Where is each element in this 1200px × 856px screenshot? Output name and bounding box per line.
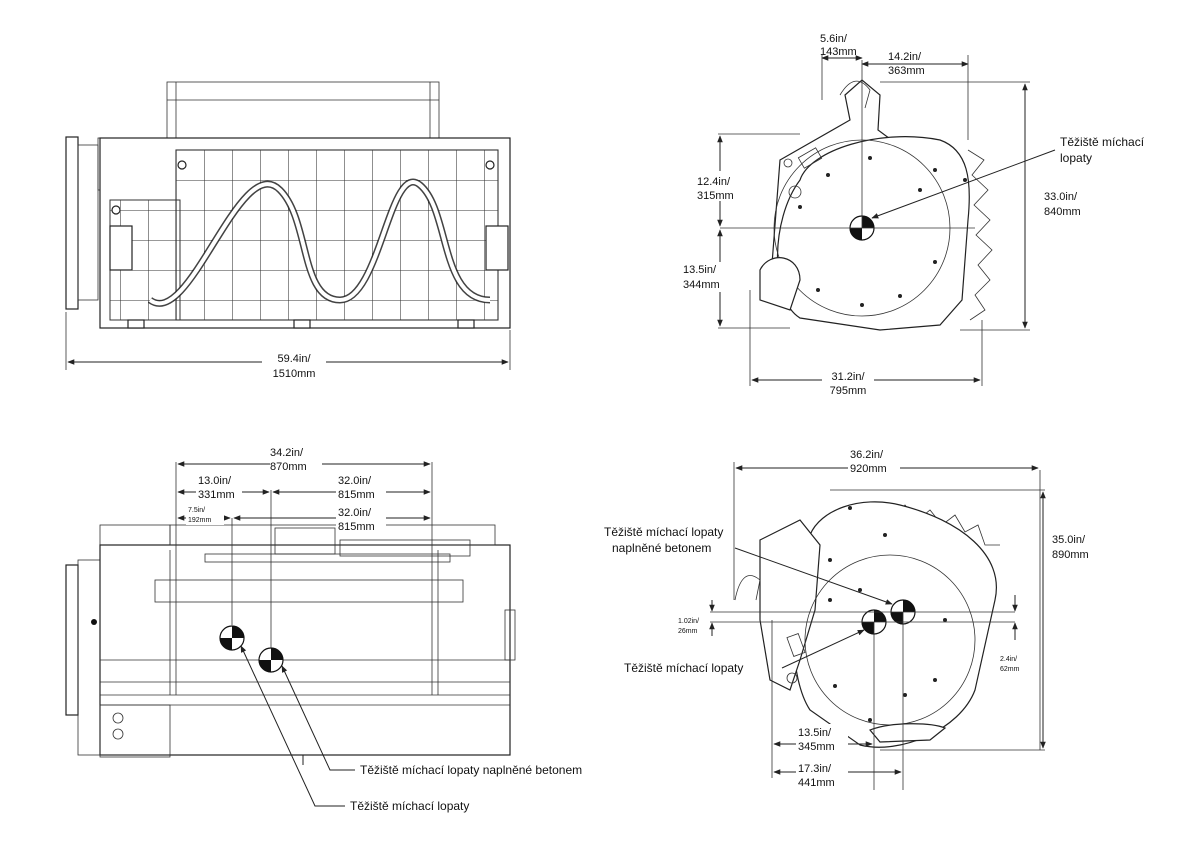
dim-small-left-metric: 26mm bbox=[678, 628, 698, 635]
cog-filled-label-side-line2: naplněné betonem bbox=[612, 541, 711, 555]
view-front-bottom: 34.2in/ 870mm 13.0in/ 331mm 32.0in/ 815m… bbox=[65, 446, 582, 813]
top-frame bbox=[166, 81, 440, 139]
dim-top-b-imperial: 14.2in/ bbox=[888, 51, 922, 63]
dim-bottom-imperial: 31.2in/ bbox=[831, 371, 865, 383]
dim-small-right-metric: 62mm bbox=[1000, 666, 1020, 673]
dim-top-b-metric: 363mm bbox=[888, 65, 925, 77]
dim-left-upper-metric: 315mm bbox=[697, 190, 734, 202]
dim-top-a-metric: 143mm bbox=[820, 46, 857, 58]
dim-width-metric: 1510mm bbox=[273, 368, 316, 380]
dim-small-right-imperial: 2.4in/ bbox=[1000, 656, 1017, 663]
cog-filled-label-side-line1: Těžiště míchací lopaty bbox=[604, 525, 723, 539]
cog-label-line1: Těžiště míchací bbox=[1060, 135, 1145, 149]
cog-empty-label-side: Těžiště míchací lopaty bbox=[624, 661, 743, 675]
dim-top-a-imperial: 5.6in/ bbox=[820, 33, 848, 45]
dim-top-imperial-2: 36.2in/ bbox=[850, 449, 884, 461]
dim-d-metric: 815mm bbox=[338, 521, 375, 533]
dim-left-upper-imperial: 12.4in/ bbox=[697, 176, 731, 188]
drum-shell-2 bbox=[792, 501, 997, 748]
view-side-bottom: 36.2in/ 920mm 35.0in/ 890mm 1.02in/ 26mm… bbox=[604, 447, 1102, 792]
left-end-plate bbox=[65, 136, 79, 310]
dim-overall-metric: 870mm bbox=[270, 461, 307, 473]
cog-marker-empty-front bbox=[258, 647, 284, 673]
dim-bottom-a-imperial: 13.5in/ bbox=[798, 727, 832, 739]
cog-filled-label-front: Těžiště míchací lopaty naplněné betonem bbox=[360, 763, 582, 777]
dim-overall-imperial: 34.2in/ bbox=[270, 447, 304, 459]
left-end-plate-2 bbox=[65, 564, 79, 716]
dim-right-metric: 840mm bbox=[1044, 206, 1081, 218]
safety-grid bbox=[175, 149, 499, 321]
dim-top-metric-2: 920mm bbox=[850, 463, 887, 475]
dim-left-lower-metric: 344mm bbox=[683, 279, 720, 291]
dim-width-imperial: 59.4in/ bbox=[277, 353, 311, 365]
dim-bottom-b-metric: 441mm bbox=[798, 777, 835, 789]
cog-empty-label-front: Těžiště míchací lopaty bbox=[350, 799, 469, 813]
dim-b-imperial: 32.0in/ bbox=[338, 475, 372, 487]
dim-c-metric: 192mm bbox=[188, 517, 212, 524]
view-front-grid: 59.4in/ 1510mm bbox=[65, 81, 511, 380]
cog-marker-filled-front bbox=[219, 625, 245, 651]
dim-left-lower-imperial: 13.5in/ bbox=[683, 264, 717, 276]
dim-b-metric: 815mm bbox=[338, 489, 375, 501]
view-side-top: Těžiště míchací lopaty 5.6in/ 143mm 14.2… bbox=[680, 33, 1145, 398]
dim-bottom-b-imperial: 17.3in/ bbox=[798, 763, 832, 775]
bucket-body-2 bbox=[99, 544, 511, 756]
dim-a-imperial: 13.0in/ bbox=[198, 475, 232, 487]
dim-small-left-imperial: 1.02in/ bbox=[678, 618, 699, 625]
dim-right-imperial-2: 35.0in/ bbox=[1052, 534, 1086, 546]
cog-label-line2: lopaty bbox=[1060, 151, 1092, 165]
mixer-teeth bbox=[967, 149, 993, 321]
dim-c-imperial: 7.5in/ bbox=[188, 507, 205, 514]
dim-right-metric-2: 890mm bbox=[1052, 549, 1089, 561]
dim-bottom-metric: 795mm bbox=[830, 385, 867, 397]
dim-right-imperial: 33.0in/ bbox=[1044, 191, 1078, 203]
dim-d-imperial: 32.0in/ bbox=[338, 507, 372, 519]
dim-a-metric: 331mm bbox=[198, 489, 235, 501]
dim-bottom-a-metric: 345mm bbox=[798, 741, 835, 753]
